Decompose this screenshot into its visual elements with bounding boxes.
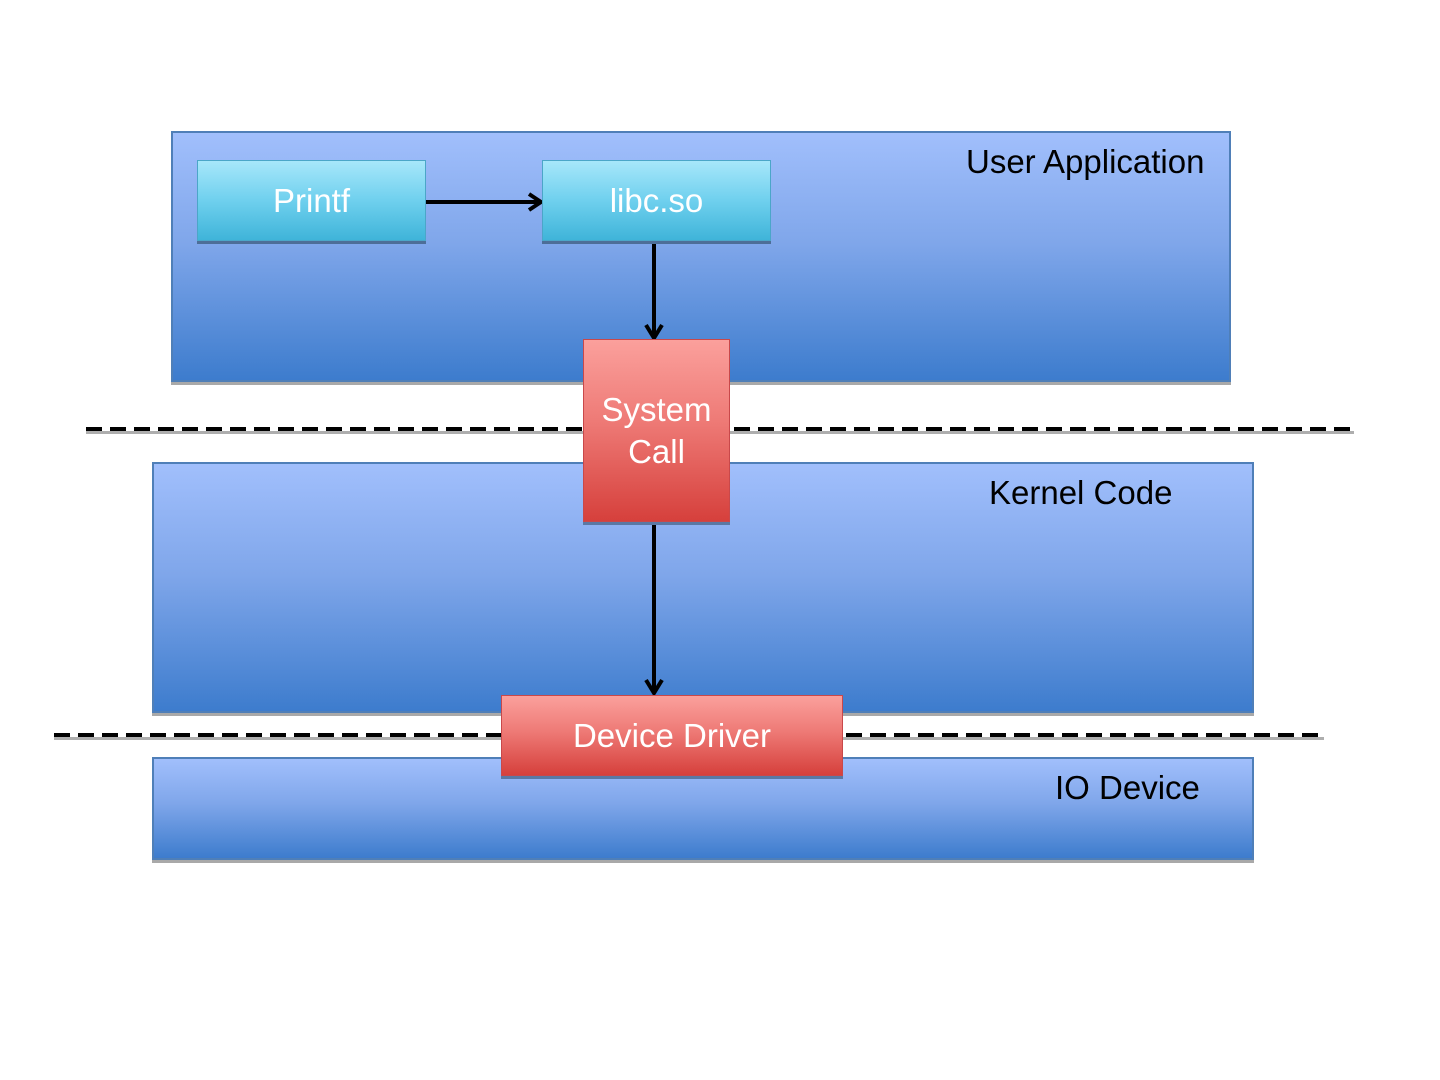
printf-node: Printf — [197, 160, 426, 241]
printf-label: Printf — [272, 181, 351, 219]
kernel-code-label: Kernel Code — [989, 474, 1173, 511]
arrow-libc-to-syscall — [644, 242, 664, 342]
libc-label: libc.so — [609, 181, 704, 219]
arrow-printf-to-libc — [426, 192, 545, 212]
system-call-label-line2: Call — [628, 432, 685, 470]
user-application-label: User Application — [966, 143, 1205, 180]
io-device-label: IO Device — [1055, 769, 1200, 806]
device-driver-label: Device Driver — [572, 716, 772, 754]
device-driver-node: Device Driver — [501, 695, 843, 776]
system-call-node: System Call — [583, 339, 730, 522]
libc-node: libc.so — [542, 160, 771, 241]
arrow-syscall-to-driver — [644, 522, 664, 697]
system-call-label-line1: System — [601, 390, 712, 428]
